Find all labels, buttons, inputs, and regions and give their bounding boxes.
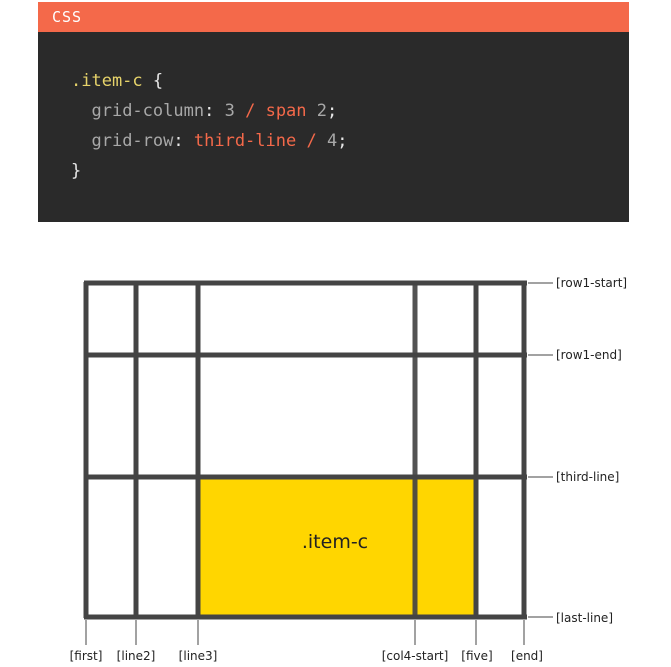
grid-row-start: third-line <box>193 131 297 151</box>
row-label-ticks <box>528 282 553 618</box>
row-label-row1-start: [row1-start] <box>556 276 627 290</box>
grid-diagram: .item-c [row1-start] [row1-end] [third-l… <box>70 276 628 663</box>
span-keyword: span <box>265 101 307 121</box>
grid-row-property: grid-row <box>91 131 174 151</box>
close-brace: } <box>71 161 82 181</box>
item-c-area <box>199 477 476 618</box>
col-label-first: [first] <box>70 649 103 663</box>
col-label-line2: [line2] <box>117 649 156 663</box>
code-block: CSS .item-c { grid-column: 3 / span 2; g… <box>38 2 629 222</box>
code-language-label: CSS <box>38 2 629 32</box>
code-body: .item-c { grid-column: 3 / span 2; grid-… <box>38 32 629 186</box>
grid-column-property: grid-column <box>91 101 205 121</box>
open-brace: { <box>152 71 164 91</box>
code-line-grid-row: grid-row: third-line / 4; <box>91 131 348 151</box>
grid-row-end: 4 <box>326 131 338 151</box>
code-line-grid-column: grid-column: 3 / span 2; <box>91 101 338 121</box>
code-line-selector: .item-c { <box>71 66 629 96</box>
row-label-last-line: [last-line] <box>556 611 613 625</box>
row-label-third-line: [third-line] <box>556 470 619 484</box>
item-c-label: .item-c <box>302 531 368 553</box>
grid-lines <box>83 280 527 620</box>
code-line-close: } <box>71 156 629 186</box>
col-label-five: [five] <box>461 649 492 663</box>
col-label-line3: [line3] <box>179 649 218 663</box>
grid-column-start: 3 <box>224 101 235 121</box>
col-label-ticks <box>85 620 525 645</box>
col-label-end: [end] <box>511 649 543 663</box>
row-label-row1-end: [row1-end] <box>556 348 622 362</box>
col-label-col4-start: [col4-start] <box>382 649 449 663</box>
span-count: 2 <box>316 101 328 121</box>
css-selector: .item-c <box>71 71 143 91</box>
